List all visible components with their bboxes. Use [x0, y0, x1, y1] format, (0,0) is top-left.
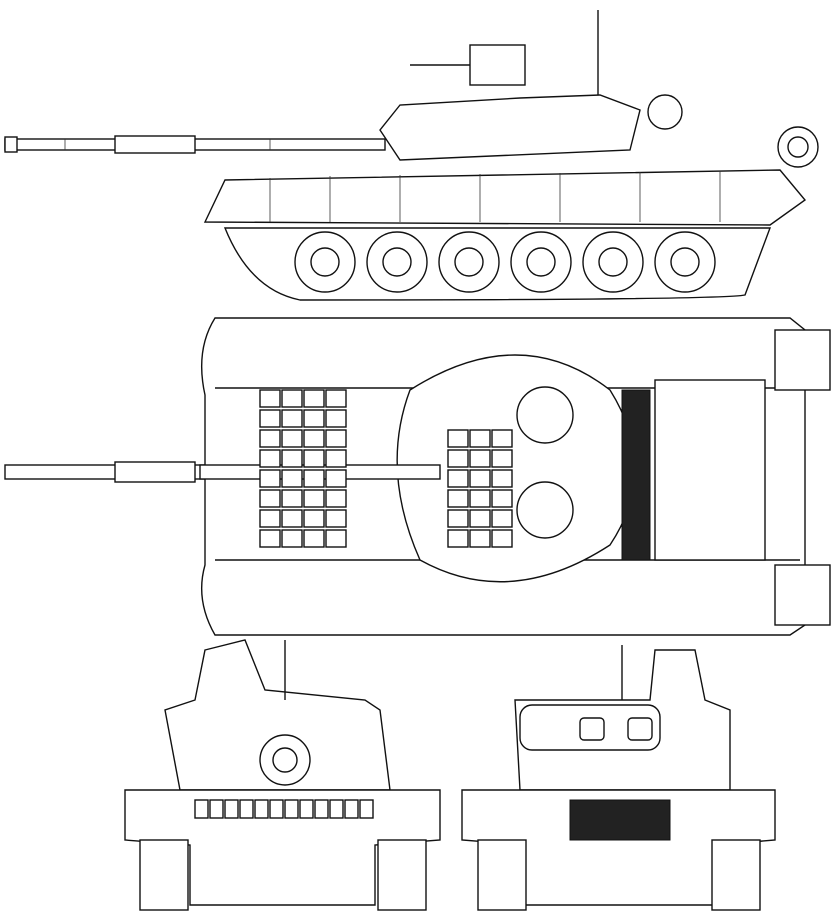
- era-block: [469, 529, 491, 548]
- era-block: [325, 449, 347, 468]
- era-block: [469, 429, 491, 448]
- era-block: [325, 489, 347, 508]
- era-block: [209, 799, 224, 819]
- rear-view: [461, 645, 776, 911]
- era-blocks-top: [259, 389, 513, 548]
- exhaust-grille: [569, 799, 671, 841]
- era-block: [491, 529, 513, 548]
- track-side: [223, 227, 772, 301]
- rear-left-track: [477, 839, 527, 911]
- era-block: [224, 799, 239, 819]
- wheel-hub: [382, 247, 412, 277]
- era-block: [259, 389, 281, 408]
- era-blocks-front: [194, 799, 374, 819]
- era-block: [329, 799, 344, 819]
- era-block: [281, 509, 303, 528]
- era-block: [447, 489, 469, 508]
- era-block: [281, 389, 303, 408]
- rear-fuel-drum-top: [774, 329, 831, 391]
- era-block: [491, 469, 513, 488]
- commander-hatch: [516, 386, 574, 444]
- era-block: [299, 799, 314, 819]
- era-block: [281, 529, 303, 548]
- era-block: [281, 449, 303, 468]
- era-block: [447, 429, 469, 448]
- road-wheels: [294, 231, 716, 293]
- era-block: [325, 409, 347, 428]
- era-block: [303, 389, 325, 408]
- rear-right-track: [711, 839, 761, 911]
- era-block: [281, 409, 303, 428]
- front-right-track: [377, 839, 427, 911]
- road-wheel: [654, 231, 716, 293]
- wheel-hub: [310, 247, 340, 277]
- era-block: [359, 799, 374, 819]
- engine-grille: [621, 389, 651, 561]
- era-block: [303, 469, 325, 488]
- road-wheel: [366, 231, 428, 293]
- era-block: [303, 429, 325, 448]
- era-block: [491, 449, 513, 468]
- era-block: [314, 799, 329, 819]
- commander-cupola: [469, 44, 526, 86]
- turret: [379, 94, 641, 161]
- era-block: [269, 799, 284, 819]
- era-block: [491, 489, 513, 508]
- era-block: [469, 489, 491, 508]
- era-block: [325, 389, 347, 408]
- gunner-hatch: [516, 481, 574, 539]
- wheel-hub: [526, 247, 556, 277]
- era-block: [284, 799, 299, 819]
- era-block: [239, 799, 254, 819]
- era-block: [303, 489, 325, 508]
- era-block: [281, 429, 303, 448]
- era-block: [281, 489, 303, 508]
- front-turret: [164, 639, 391, 791]
- era-block: [447, 509, 469, 528]
- era-block: [303, 509, 325, 528]
- side-view: [4, 10, 819, 301]
- era-block: [469, 449, 491, 468]
- wheel-hub: [598, 247, 628, 277]
- engine-deck: [654, 379, 766, 561]
- gun-barrel: [4, 135, 386, 154]
- road-wheel: [582, 231, 644, 293]
- era-block: [469, 509, 491, 528]
- era-block: [303, 409, 325, 428]
- era-block: [303, 449, 325, 468]
- snorkel-reel: [647, 94, 683, 130]
- era-block: [325, 469, 347, 488]
- era-block: [254, 799, 269, 819]
- era-block: [259, 469, 281, 488]
- road-wheel: [438, 231, 500, 293]
- era-block: [447, 449, 469, 468]
- era-block: [303, 529, 325, 548]
- era-block: [259, 509, 281, 528]
- era-block: [325, 429, 347, 448]
- era-block: [259, 489, 281, 508]
- wheel-hub: [454, 247, 484, 277]
- hull: [203, 169, 807, 226]
- era-block: [325, 529, 347, 548]
- era-block: [325, 509, 347, 528]
- era-block: [259, 429, 281, 448]
- front-left-track: [139, 839, 189, 911]
- road-wheel: [510, 231, 572, 293]
- era-block: [447, 529, 469, 548]
- top-view: [4, 317, 831, 636]
- era-block: [491, 429, 513, 448]
- era-block: [259, 529, 281, 548]
- road-wheel: [294, 231, 356, 293]
- era-block: [281, 469, 303, 488]
- era-block: [344, 799, 359, 819]
- era-block: [469, 469, 491, 488]
- era-block: [447, 469, 469, 488]
- front-view: [124, 639, 441, 911]
- wheel-hub: [670, 247, 700, 277]
- era-block: [259, 449, 281, 468]
- era-block: [259, 409, 281, 428]
- era-block: [194, 799, 209, 819]
- era-block: [491, 509, 513, 528]
